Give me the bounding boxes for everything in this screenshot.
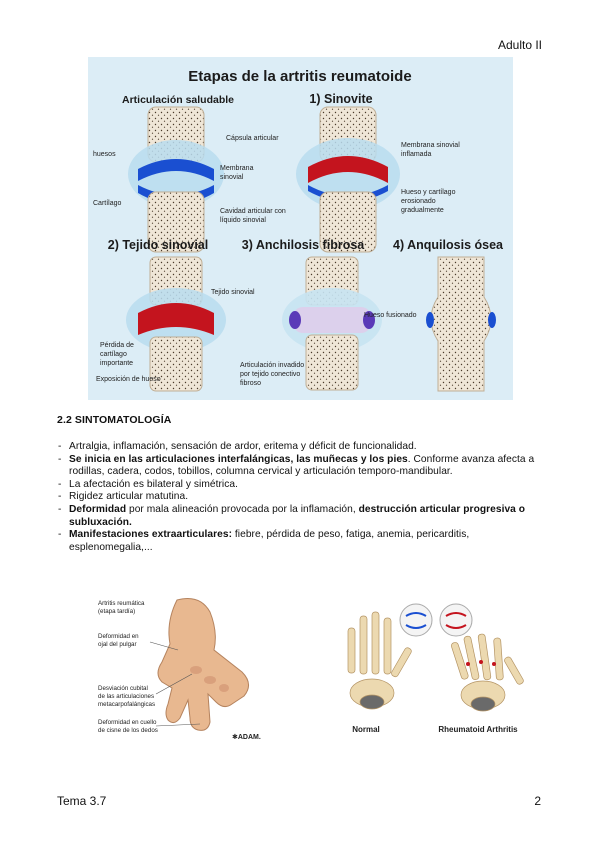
svg-text:erosionado: erosionado <box>401 198 436 205</box>
section-heading: 2.2 SINTOMATOLOGÍA <box>57 414 172 426</box>
healthy-joint <box>128 106 224 253</box>
svg-text:Cavidad articular con: Cavidad articular con <box>220 208 286 215</box>
footer-topic: Tema 3.7 <box>57 794 107 808</box>
stage-3-joint <box>282 256 382 391</box>
svg-text:Deformidad en cuello: Deformidad en cuello <box>98 719 157 726</box>
svg-text:sinovial: sinovial <box>220 174 244 181</box>
svg-text:de las articulaciones: de las articulaciones <box>98 693 154 700</box>
stage-1-label: 1) Sinovite <box>309 92 372 106</box>
caption-normal: Normal <box>352 725 380 734</box>
hand-illustration <box>157 598 249 731</box>
symptom-list: Artralgia, inflamación, sensación de ard… <box>57 441 547 554</box>
ra-stages-figure: Etapas de la artritis reumatoide Articul… <box>88 57 513 400</box>
svg-text:cartílago: cartílago <box>100 351 127 358</box>
stage-2-label: 2) Tejido sinovial <box>108 238 208 252</box>
svg-text:Tejido sinovial: Tejido sinovial <box>211 289 255 296</box>
ra-hand-bones <box>451 633 524 712</box>
list-item: Rigidez articular matutina. <box>57 491 547 504</box>
symptomatology-section: 2.2 SINTOMATOLOGÍA Artralgia, inflamació… <box>57 414 547 554</box>
stage-healthy-label: Articulación saludable <box>122 94 234 106</box>
svg-text:fibroso: fibroso <box>240 380 261 387</box>
ra-hand-figure: Artritis reumática (etapa tardía) Deform… <box>92 592 277 742</box>
page-number: 2 <box>534 794 541 808</box>
svg-text:Cápsula articular: Cápsula articular <box>226 135 279 142</box>
svg-text:Desviación cubital: Desviación cubital <box>98 685 148 692</box>
svg-text:inflamada: inflamada <box>401 151 431 158</box>
svg-text:Hueso y cartílago: Hueso y cartílago <box>401 189 456 196</box>
svg-text:ojal del pulgar: ojal del pulgar <box>98 641 137 648</box>
svg-text:metacarpofalángicas: metacarpofalángicas <box>98 701 155 708</box>
adam-logo: ✱ADAM. <box>232 733 261 741</box>
stage-4-joint <box>426 256 496 392</box>
svg-text:Artritis reumática: Artritis reumática <box>98 600 145 607</box>
svg-text:importante: importante <box>100 360 133 367</box>
svg-text:Pérdida de: Pérdida de <box>100 342 134 349</box>
list-item: Se inicia en las articulaciones interfal… <box>57 454 547 479</box>
svg-text:(etapa tardía): (etapa tardía) <box>98 608 135 615</box>
svg-text:Deformidad en: Deformidad en <box>98 633 139 640</box>
svg-text:de cisne de los dedos: de cisne de los dedos <box>98 727 158 734</box>
svg-text:Hueso fusionado: Hueso fusionado <box>364 312 417 319</box>
stage-4-label: 4) Anquilosis ósea <box>393 238 504 252</box>
stage-2-joint <box>126 256 226 392</box>
list-item: Deformidad por mala alineación provocada… <box>57 504 547 529</box>
list-item: Artralgia, inflamación, sensación de ard… <box>57 441 547 454</box>
list-item: Manifestaciones extraarticulares: fiebre… <box>57 529 547 554</box>
svg-text:Cartílago: Cartílago <box>93 200 122 207</box>
figure-title: Etapas de la artritis reumatoide <box>188 68 411 85</box>
stage-3-label: 3) Anchilosis fibrosa <box>242 238 366 252</box>
svg-text:Exposición de hueso: Exposición de hueso <box>96 376 161 383</box>
svg-text:Membrana sinovial: Membrana sinovial <box>401 142 460 149</box>
svg-text:por tejido conectivo: por tejido conectivo <box>240 371 300 378</box>
svg-text:Articulación invadido: Articulación invadido <box>240 362 304 369</box>
ra-xray-comparison: Normal Rheumatoid Arthritis <box>338 598 528 738</box>
normal-hand-bones <box>347 611 412 710</box>
caption-ra: Rheumatoid Arthritis <box>438 725 518 734</box>
svg-text:huesos: huesos <box>93 151 116 158</box>
stage-1-joint <box>296 106 400 253</box>
svg-text:gradualmente: gradualmente <box>401 207 444 214</box>
svg-text:Membrana: Membrana <box>220 165 254 172</box>
list-item: La afectación es bilateral y simétrica. <box>57 479 547 492</box>
header-course: Adulto II <box>497 38 542 52</box>
svg-text:líquido sinovial: líquido sinovial <box>220 217 266 224</box>
